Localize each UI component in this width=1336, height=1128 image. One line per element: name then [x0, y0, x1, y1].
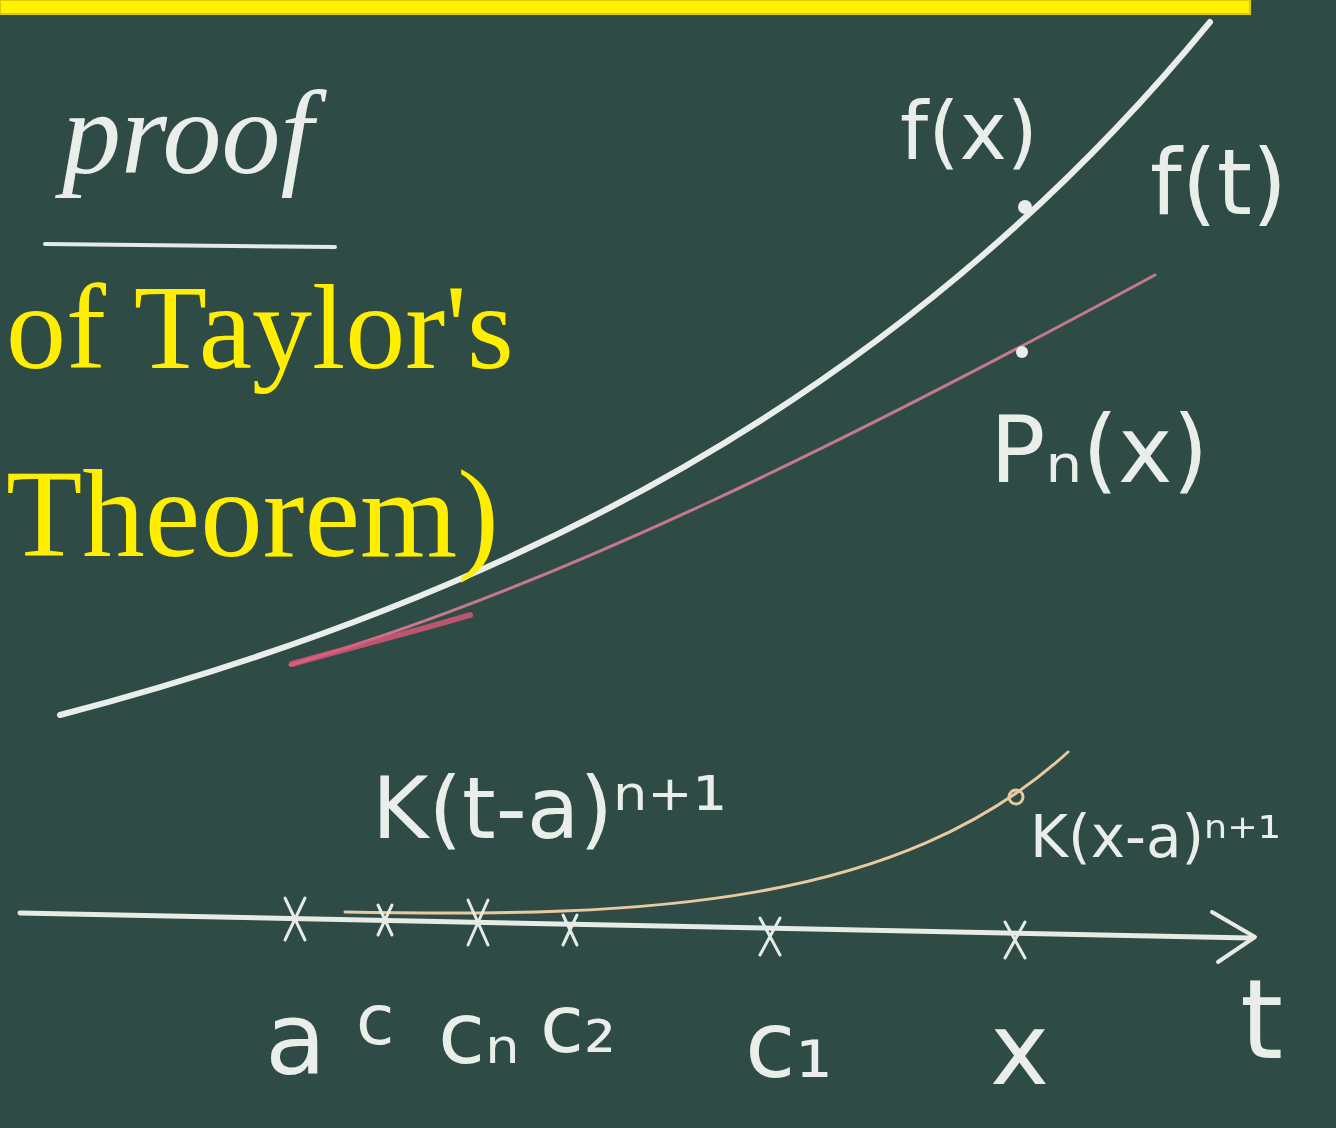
axis-point-label: x	[990, 1000, 1049, 1100]
title-bar	[0, 0, 1250, 14]
curve-label: K(x-a)ⁿ⁺¹	[1030, 808, 1281, 866]
function-label: f(x)	[900, 92, 1038, 172]
point-marker	[1016, 346, 1028, 358]
axis-arrowhead	[1212, 912, 1255, 962]
polynomial-label: Pₙ(x)	[990, 405, 1208, 497]
title-text: Theorem)	[6, 452, 499, 577]
axis-point-label: c	[356, 985, 395, 1055]
underline	[45, 244, 335, 247]
title-text: of Taylor's	[6, 268, 514, 388]
axis-point-label: cₙ	[438, 990, 520, 1076]
axis-point-label: a	[265, 990, 326, 1090]
curve-label: K(t-a)ⁿ⁺¹	[372, 765, 727, 851]
proof-heading: proof	[62, 75, 313, 193]
axis-point-label: c₂	[540, 985, 616, 1065]
function-label: f(t)	[1150, 138, 1287, 228]
polynomial-curve-highlight	[292, 615, 470, 664]
axis-point-label: c₁	[745, 1000, 832, 1092]
point-marker	[1018, 200, 1032, 214]
axis-name-label: t	[1240, 965, 1283, 1075]
k-curve	[345, 752, 1068, 913]
point-marker	[1009, 790, 1023, 804]
t-axis	[20, 913, 1250, 938]
axis-marks	[285, 898, 1025, 958]
